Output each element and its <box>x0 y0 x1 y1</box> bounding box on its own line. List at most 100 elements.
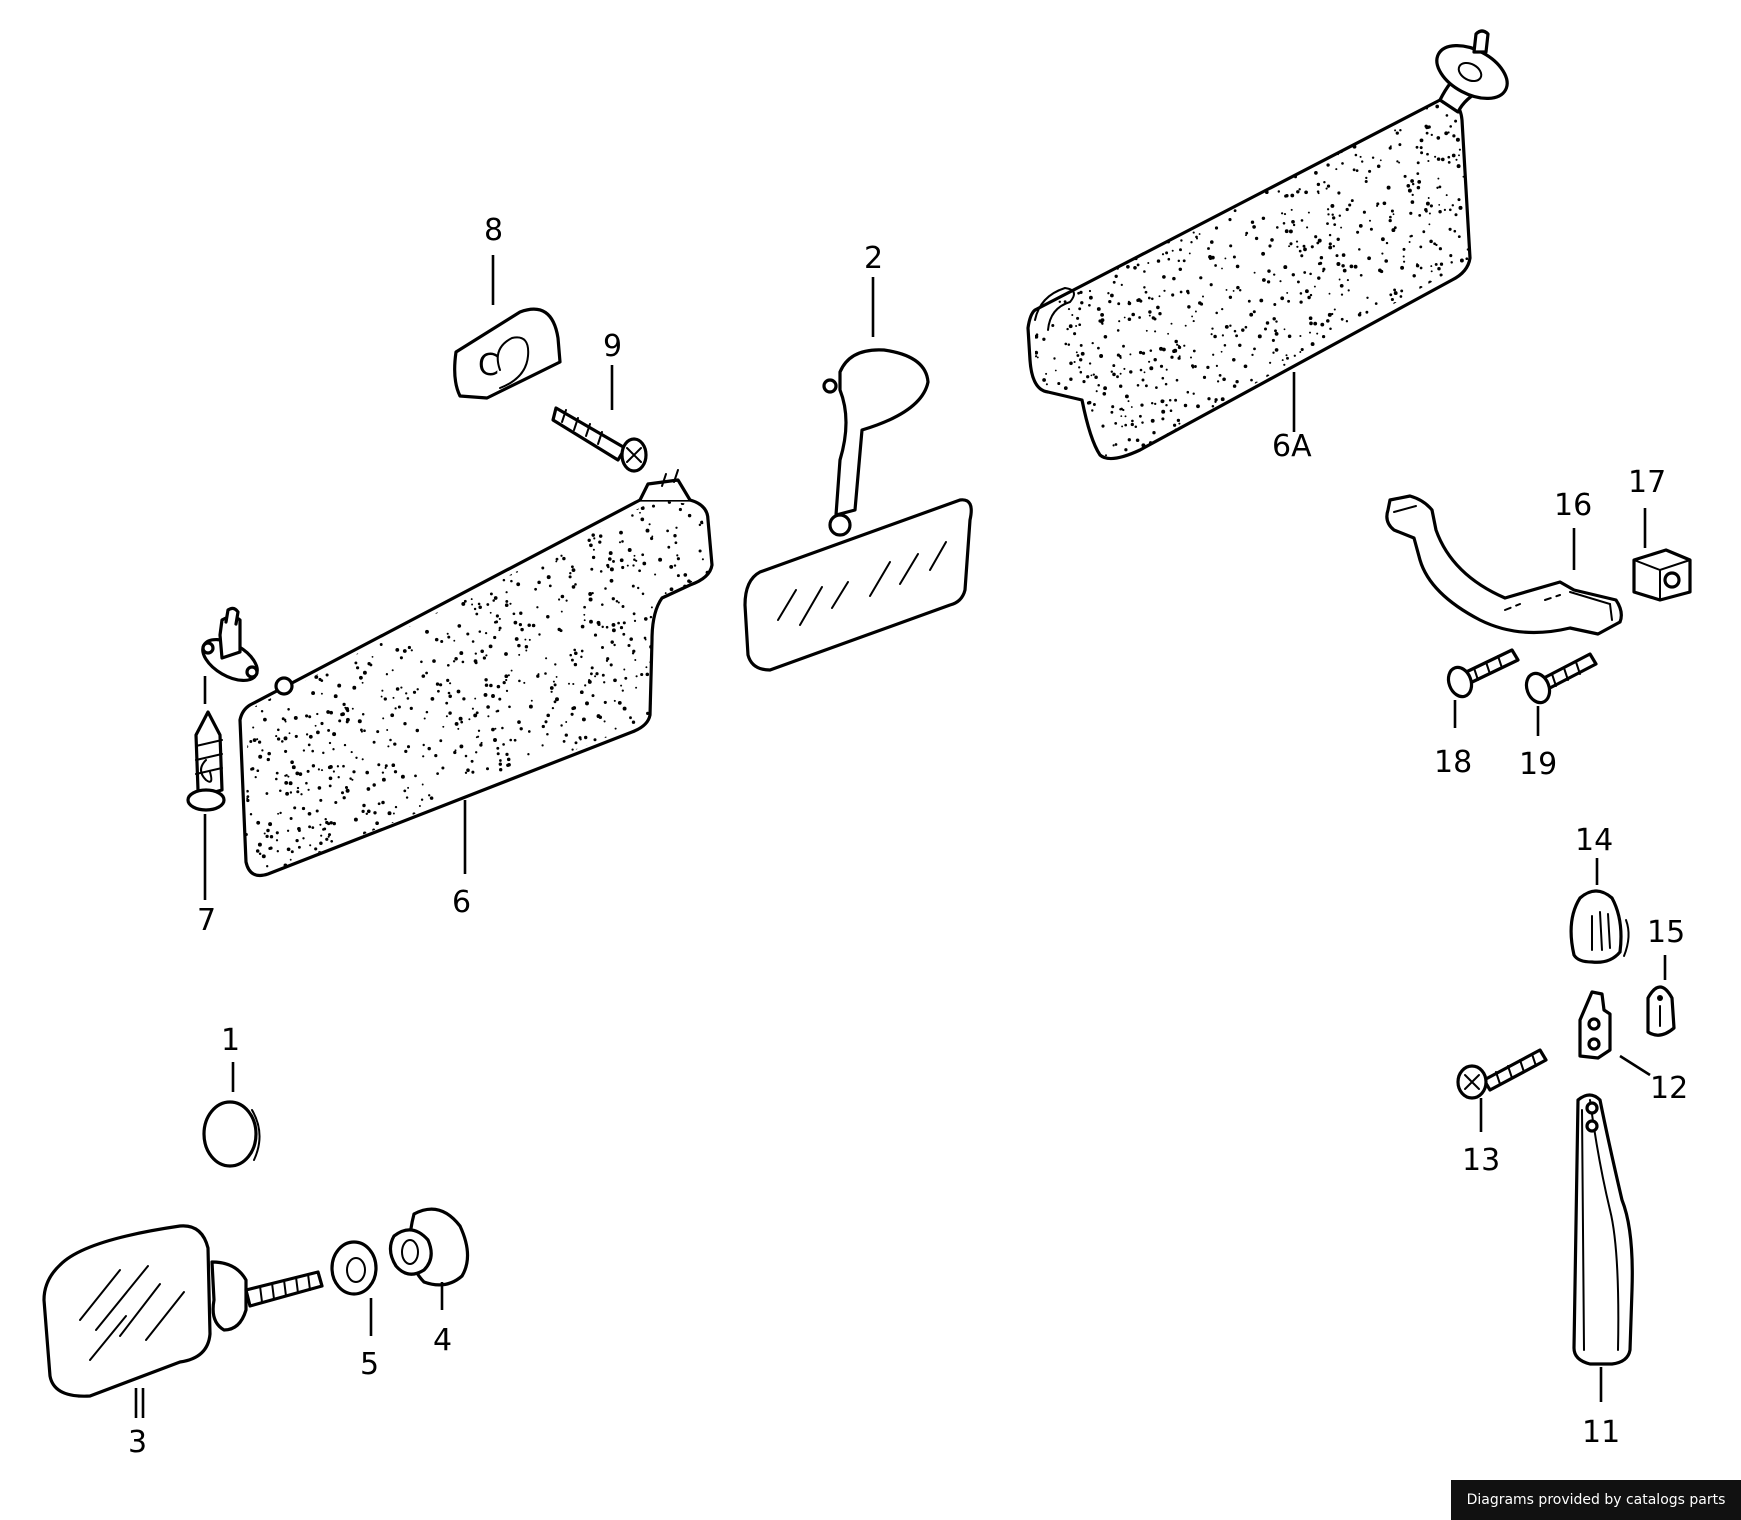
stipple-dot <box>1304 289 1309 294</box>
stipple-dot <box>1288 229 1293 234</box>
stipple-dot <box>598 514 601 518</box>
stipple-dot <box>385 514 388 517</box>
stipple-dot <box>1226 173 1231 178</box>
stipple-dot <box>492 537 496 541</box>
stipple-dot <box>635 686 638 689</box>
stipple-dot <box>1376 400 1380 404</box>
stipple-dot <box>696 799 701 804</box>
stipple-dot <box>468 718 471 721</box>
stipple-dot <box>350 584 353 588</box>
stipple-dot <box>1108 299 1112 304</box>
stipple-dot <box>345 618 349 621</box>
stipple-dot <box>606 792 609 795</box>
stipple-dot <box>1100 463 1102 465</box>
stipple-dot <box>1143 286 1146 289</box>
stipple-dot <box>1299 351 1302 353</box>
stipple-dot <box>1214 400 1217 403</box>
stipple-dot <box>687 686 691 689</box>
stipple-dot <box>1061 194 1066 198</box>
stipple-dot <box>1083 218 1087 222</box>
stipple-dot <box>260 591 265 596</box>
stipple-dot <box>1235 419 1238 422</box>
stipple-dot <box>1158 118 1161 120</box>
stipple-dot <box>1320 322 1325 327</box>
stipple-dot <box>437 689 440 693</box>
stipple-dot <box>319 798 323 802</box>
stipple-dot <box>499 535 502 538</box>
stipple-dot <box>329 821 333 825</box>
stipple-dot <box>1104 159 1108 163</box>
stipple-dot <box>405 692 408 695</box>
stipple-dot <box>263 717 267 722</box>
stipple-dot <box>252 738 257 742</box>
stipple-dot <box>366 535 370 539</box>
stipple-dot <box>641 592 645 596</box>
stipple-dot <box>1315 140 1320 144</box>
stipple-dot <box>1046 409 1049 412</box>
stipple-dot <box>1285 172 1288 174</box>
stipple-dot <box>1211 255 1215 260</box>
stipple-dot <box>387 745 390 748</box>
stipple-dot <box>541 566 545 570</box>
stipple-dot <box>1371 328 1374 331</box>
stipple-dot <box>486 705 490 709</box>
stipple-dot <box>645 528 650 533</box>
stipple-dot <box>1094 375 1098 380</box>
stipple-dot <box>1132 140 1137 145</box>
stipple-dot <box>1197 137 1200 141</box>
stipple-dot <box>590 666 594 670</box>
stipple-dot <box>400 774 405 779</box>
stipple-dot <box>452 660 456 663</box>
stipple-dot <box>489 878 492 881</box>
stipple-dot <box>1455 435 1460 440</box>
stipple-dot <box>1083 427 1087 431</box>
stipple-dot <box>1313 285 1316 288</box>
stipple-dot <box>320 507 325 511</box>
stipple-dot <box>498 629 501 632</box>
stipple-dot <box>580 649 584 653</box>
stipple-dot <box>1447 155 1451 159</box>
stipple-dot <box>1084 163 1087 167</box>
stipple-dot <box>458 524 463 529</box>
stipple-dot <box>1458 148 1461 151</box>
stipple-dot <box>249 740 253 743</box>
stipple-dot <box>663 724 667 728</box>
stipple-dot <box>286 829 290 832</box>
stipple-dot <box>1218 443 1221 446</box>
stipple-dot <box>1161 253 1165 256</box>
stipple-dot <box>698 523 702 527</box>
stipple-dot <box>342 552 345 555</box>
stipple-dot <box>1467 460 1470 463</box>
stipple-dot <box>1328 245 1333 250</box>
label-19: 19 <box>1519 747 1557 782</box>
stipple-dot <box>331 505 335 508</box>
stipple-dot <box>242 629 245 632</box>
stipple-dot <box>302 659 306 663</box>
stipple-dot <box>1077 120 1081 123</box>
label-17: 17 <box>1628 465 1666 500</box>
stipple-dot <box>268 822 273 827</box>
stipple-dot <box>523 865 527 869</box>
part-11-handle-grip <box>1572 1093 1634 1366</box>
stipple-dot <box>649 615 653 619</box>
stipple-dot <box>654 573 657 576</box>
stipple-dot <box>493 850 498 854</box>
stipple-dot <box>1302 365 1306 368</box>
stipple-dot <box>1296 245 1299 248</box>
stipple-dot <box>1427 197 1430 199</box>
stipple-dot <box>327 530 331 535</box>
stipple-dot <box>612 845 616 849</box>
stipple-dot <box>368 635 372 639</box>
stipple-dot <box>359 675 363 680</box>
stipple-dot <box>338 564 343 568</box>
stipple-dot <box>1440 307 1443 310</box>
stipple-dot <box>1357 411 1360 414</box>
stipple-dot <box>271 652 274 655</box>
stipple-dot <box>1177 356 1181 360</box>
stipple-dot <box>698 849 702 854</box>
stipple-dot <box>1228 295 1233 299</box>
stipple-dot <box>1222 457 1226 458</box>
part-13-screw <box>1456 1048 1548 1100</box>
stipple-dot <box>1283 213 1287 216</box>
stipple-dot <box>1284 229 1289 234</box>
